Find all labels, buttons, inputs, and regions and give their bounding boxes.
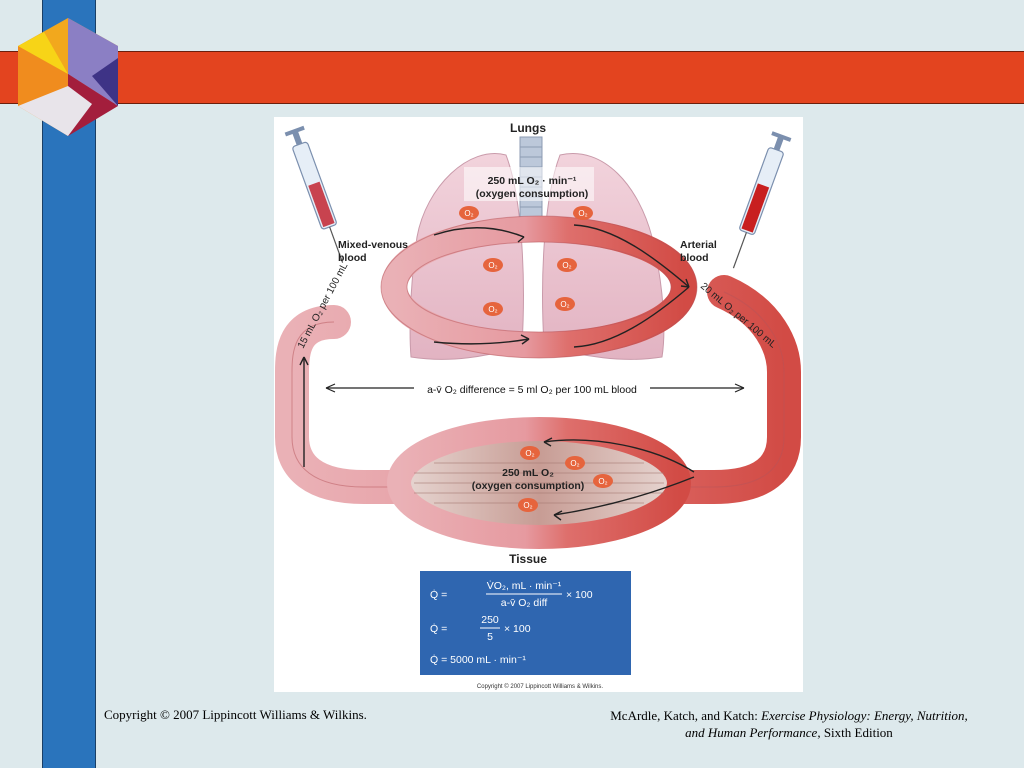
arterial-label: Arterial: [680, 239, 717, 251]
o2-badge: O₂: [557, 258, 577, 272]
tissue-consumption-line1: 250 mL O₂: [502, 467, 554, 479]
figure-canvas: a-v̄ O₂ difference = 5 ml O₂ per 100 mL …: [275, 121, 801, 690]
oxygen-transport-figure: a-v̄ O₂ difference = 5 ml O₂ per 100 mL …: [274, 117, 803, 692]
footer-copyright: Copyright © 2007 Lippincott Williams & W…: [104, 707, 367, 722]
citation-title: Exercise Physiology: Energy, Nutrition, …: [685, 708, 968, 740]
horizontal-accent-bar: [0, 51, 1024, 104]
svg-text:O₂: O₂: [578, 209, 587, 218]
o2-badge: O₂: [593, 474, 613, 488]
svg-text:O₂: O₂: [525, 449, 534, 458]
lung-consumption-line2: (oxygen consumption): [476, 188, 589, 200]
formula2-multiplier: × 100: [504, 623, 531, 635]
formula1-lhs: Q̇ =: [430, 588, 447, 601]
mixed-venous-label: Mixed-venous: [338, 239, 408, 251]
o2-badge: O₂: [483, 258, 503, 272]
formula1-denominator: a-v̄ O₂ diff: [501, 597, 548, 609]
formula2-denominator: 5: [487, 631, 493, 643]
o2-badge: O₂: [573, 206, 593, 220]
svg-text:O₂: O₂: [523, 501, 532, 510]
svg-text:O₂: O₂: [598, 477, 607, 486]
lungs-title: Lungs: [510, 121, 546, 135]
svg-text:O₂: O₂: [560, 300, 569, 309]
svg-text:O₂: O₂: [488, 261, 497, 270]
tissue-consumption-line2: (oxygen consumption): [472, 480, 585, 492]
formula2-lhs: Q̇ =: [430, 622, 447, 635]
o2-badge: O₂: [459, 206, 479, 220]
formula-box: [420, 571, 631, 675]
formula2-numerator: 250: [481, 614, 499, 626]
tissue-title: Tissue: [509, 552, 547, 566]
o2-badge: O₂: [555, 297, 575, 311]
arterial-syringe: [732, 131, 792, 269]
svg-text:O₂: O₂: [464, 209, 473, 218]
svg-text:O₂: O₂: [562, 261, 571, 270]
o2-badge: O₂: [520, 446, 540, 460]
venous-syringe: [284, 125, 344, 263]
lung-consumption-line1: 250 mL O₂ · min⁻¹: [488, 175, 577, 187]
mixed-venous-label-2: blood: [338, 252, 367, 264]
cube-logo: [18, 18, 118, 136]
footer-citation: McArdle, Katch, and Katch: Exercise Phys…: [600, 707, 978, 741]
citation-authors: McArdle, Katch, and Katch:: [610, 708, 762, 723]
formula1-multiplier: × 100: [566, 589, 593, 601]
svg-text:O₂: O₂: [570, 459, 579, 468]
o2-badge: O₂: [518, 498, 538, 512]
svg-text:O₂: O₂: [488, 305, 497, 314]
arterial-label-2: blood: [680, 252, 709, 264]
citation-edition: Sixth Edition: [820, 725, 893, 740]
formula3: Q̇ = 5000 mL · min⁻¹: [430, 653, 526, 666]
formula1-numerator: V̇O₂, mL · min⁻¹: [487, 579, 562, 592]
o2-badge: O₂: [483, 302, 503, 316]
figure-copyright: Copyright © 2007 Lippincott Williams & W…: [477, 683, 603, 690]
o2-badge: O₂: [565, 456, 585, 470]
av-difference-label: a-v̄ O₂ difference = 5 ml O₂ per 100 mL …: [427, 384, 637, 396]
